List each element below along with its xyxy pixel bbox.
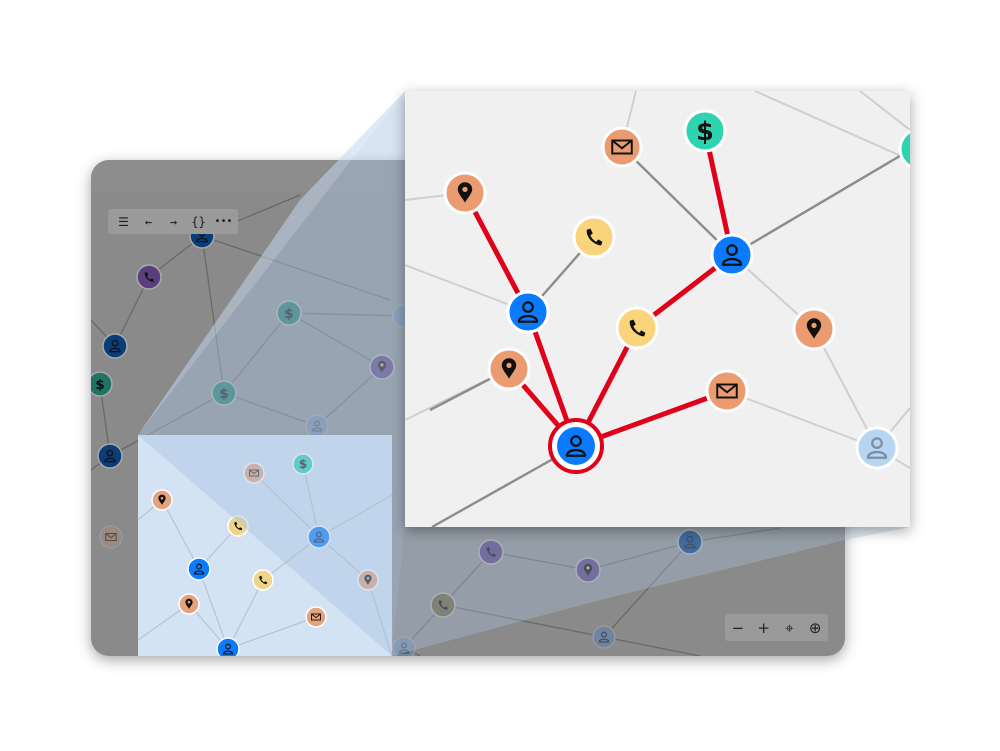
selection-region[interactable] bbox=[137, 435, 393, 665]
bg-mail-node bbox=[99, 525, 123, 549]
zoom-controls: − + ⌖ ⊕ bbox=[725, 614, 828, 641]
sel-person-node bbox=[307, 525, 331, 549]
zoom-person-faded-node bbox=[855, 426, 899, 470]
zoom-pin-node bbox=[443, 171, 487, 215]
zoom-phone-node bbox=[572, 215, 616, 259]
sel-mail-node bbox=[305, 606, 327, 628]
zoom-connector bbox=[138, 91, 910, 656]
zoom-pin-node bbox=[487, 347, 531, 391]
zoom-out-icon[interactable]: − bbox=[731, 618, 745, 637]
zoom-mail-node bbox=[601, 126, 643, 168]
sel-mail-node bbox=[243, 462, 265, 484]
bg-dollar-node bbox=[211, 380, 237, 406]
sel-phone-node bbox=[252, 569, 274, 591]
bg-pin-node bbox=[369, 354, 395, 380]
sel-dollar-node bbox=[292, 453, 314, 475]
sel-pin-node bbox=[357, 569, 379, 591]
zoom-selected-person-node bbox=[548, 418, 604, 474]
graph-toolbar: ☰ ← → {} ••• bbox=[108, 209, 238, 234]
bg-phone-node bbox=[430, 592, 456, 618]
bg-phone-node bbox=[478, 539, 504, 565]
forward-arrow-icon[interactable]: → bbox=[169, 214, 178, 229]
bg-person-node bbox=[102, 333, 128, 359]
sel-person-node bbox=[187, 557, 211, 581]
bg-pin-node bbox=[575, 557, 601, 583]
json-braces-icon[interactable]: {} bbox=[191, 214, 206, 229]
zoom-dollar-node bbox=[683, 109, 727, 153]
bg-dollar-node bbox=[91, 371, 113, 397]
zoom-mail-node bbox=[705, 369, 749, 413]
sel-phone-node bbox=[227, 515, 249, 537]
sel-person-node bbox=[216, 637, 240, 656]
menu-icon[interactable]: ☰ bbox=[118, 214, 129, 229]
zoom-in-icon[interactable]: + bbox=[757, 618, 770, 637]
locate-icon[interactable]: ⌖ bbox=[785, 618, 794, 637]
globe-icon[interactable]: ⊕ bbox=[808, 618, 822, 637]
background-edges bbox=[91, 194, 781, 656]
more-options-icon[interactable]: ••• bbox=[214, 216, 233, 227]
bg-person-node bbox=[97, 443, 123, 469]
bg-person-node bbox=[677, 529, 703, 555]
zoom-dollar-node-partial bbox=[898, 129, 910, 169]
sel-pin-node bbox=[151, 489, 173, 511]
zoom-person-node bbox=[506, 290, 550, 334]
sel-pin-node bbox=[178, 593, 200, 615]
zoomed-detail-panel[interactable] bbox=[405, 91, 940, 527]
zoom-phone-node bbox=[615, 306, 659, 350]
bg-person-faded-node bbox=[592, 625, 616, 649]
zoom-person-node bbox=[710, 233, 754, 277]
bg-person-faded-node bbox=[392, 636, 416, 656]
bg-dollar-node bbox=[276, 300, 302, 326]
bg-phone-node bbox=[136, 264, 162, 290]
zoom-pin-node bbox=[792, 307, 836, 351]
back-arrow-icon[interactable]: ← bbox=[144, 214, 153, 229]
